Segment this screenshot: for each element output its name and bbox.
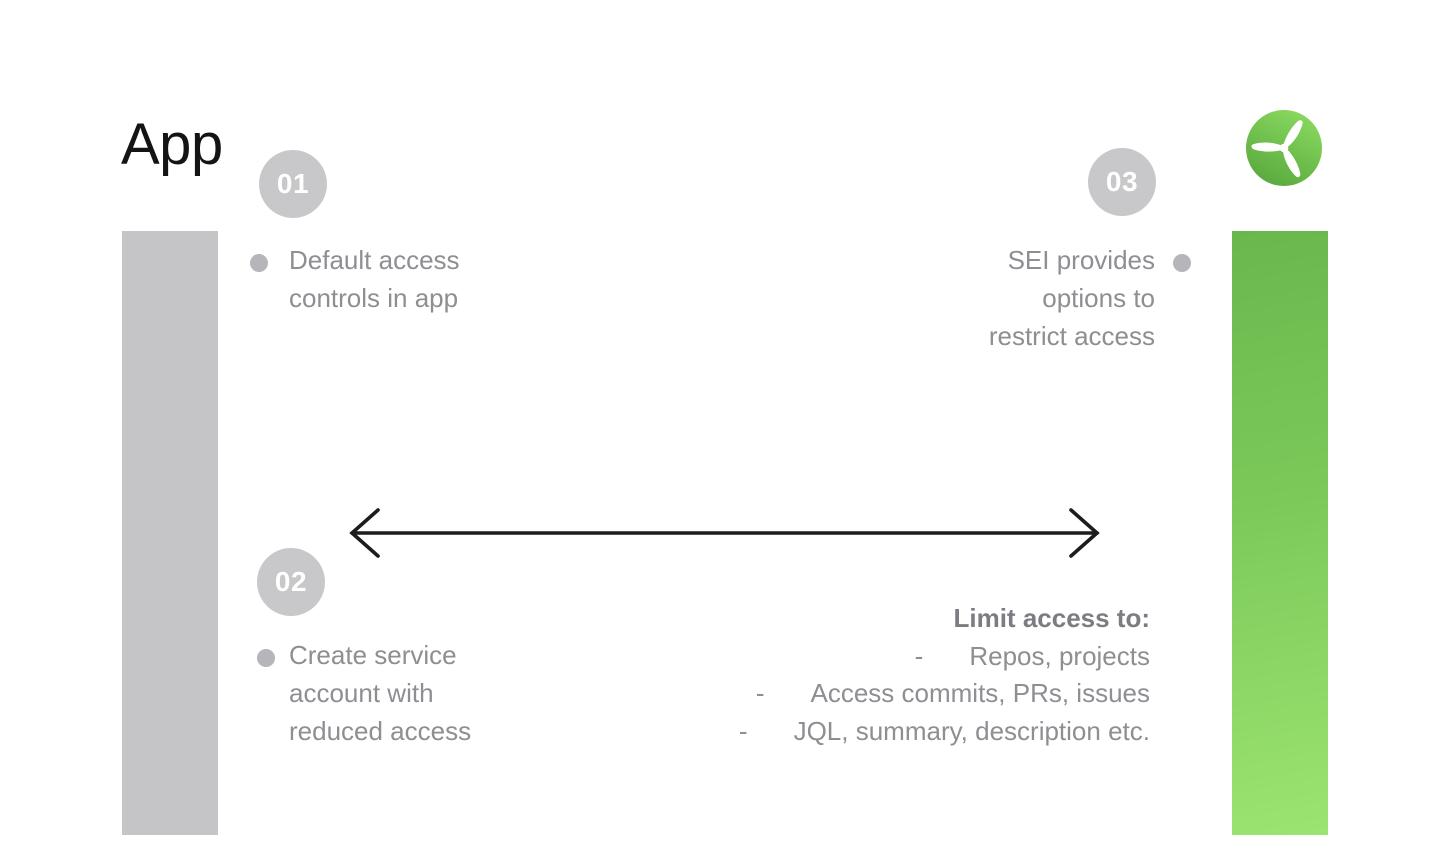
dash-marker: -: [755, 678, 765, 708]
list-item-label: Repos, projects: [969, 640, 1150, 671]
step-03-badge: 03: [1088, 148, 1156, 216]
step-03-number: 03: [1105, 166, 1139, 197]
app-column-bar: [122, 231, 218, 835]
step-02-number: 02: [274, 566, 308, 597]
list-item-label: JQL, summary, description etc.: [793, 715, 1150, 746]
limit-access-block: Limit access to: - Repos, projects - Acc…: [739, 600, 1150, 750]
list-item: - Repos, projects: [739, 638, 1150, 676]
page-title: App: [121, 112, 223, 177]
propeller-logo-icon: [1246, 110, 1322, 186]
bullet-dot-icon: [257, 649, 275, 667]
bullet-dot-icon: [1173, 254, 1191, 272]
step-02-badge: 02: [257, 548, 325, 616]
sei-column-bar: [1232, 231, 1328, 835]
list-item-label: Access commits, PRs, issues: [810, 678, 1150, 708]
step-03-text: SEI provides options to restrict access: [988, 245, 1155, 351]
dash-marker: -: [738, 715, 748, 746]
limit-access-heading: Limit access to:: [953, 603, 1150, 633]
bullet-dot-icon: [250, 254, 268, 272]
dash-marker: -: [914, 640, 924, 671]
list-item: - JQL, summary, description etc.: [739, 713, 1150, 751]
step-01-text: Default access controls in app: [289, 245, 460, 313]
step-02-text: Create service account with reduced acce…: [289, 640, 472, 746]
double-arrow-icon: [340, 500, 1110, 566]
step-01-number: 01: [276, 168, 310, 199]
list-item: - Access commits, PRs, issues: [739, 675, 1150, 713]
step-01-badge: 01: [259, 150, 327, 218]
